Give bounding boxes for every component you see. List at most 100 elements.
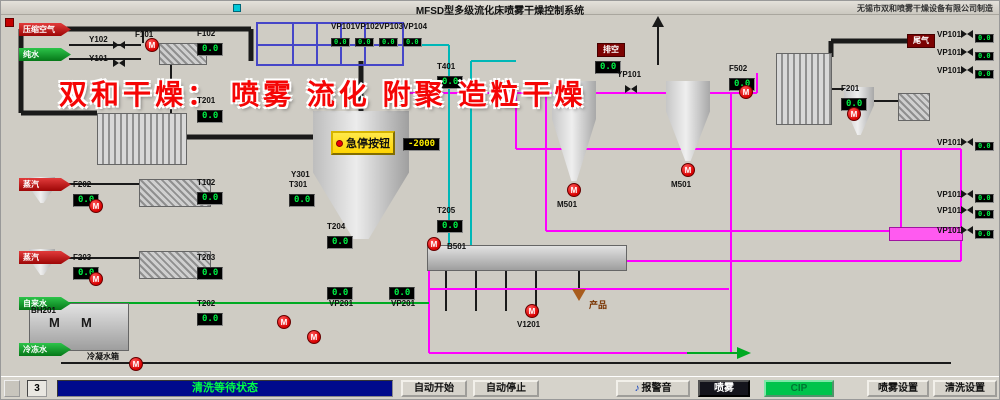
tag-yp101: YP101 <box>617 70 642 79</box>
tank-label: 冷凝水箱 <box>87 352 119 361</box>
valve-icon[interactable] <box>961 190 973 198</box>
product-label: 产品 <box>589 300 608 310</box>
valve-display: 0.0 <box>975 28 994 44</box>
pump-v1201[interactable]: M <box>525 304 539 318</box>
valve-icon[interactable] <box>961 30 973 38</box>
fresh-water-pipes <box>56 302 737 354</box>
valve-tag: VP101 <box>937 138 962 147</box>
display-bed-2: 0.0 <box>389 283 416 300</box>
valve-tag: VP101 <box>937 30 962 39</box>
auto-start-button[interactable]: 自动开始 <box>401 380 467 397</box>
tag-v1201: V1201 <box>517 320 541 329</box>
valve-icon[interactable] <box>961 206 973 214</box>
tag-y101: Y101 <box>89 54 108 63</box>
pump-b501[interactable]: M <box>427 237 441 251</box>
watermark-slogan: 喷雾 流化 附聚 造粒干燥 <box>231 79 587 110</box>
inlet-pure-water: 纯水 <box>19 48 71 61</box>
estop-dot-icon <box>336 139 343 147</box>
tag-b501: B501 <box>447 242 467 251</box>
pump-bottom-1[interactable]: M <box>277 315 291 329</box>
water-pipes <box>401 44 516 245</box>
display-bed-1: 0.0 <box>327 283 354 300</box>
pump-f203[interactable]: M <box>89 272 103 286</box>
bottom-bar: 3 清洗等待状态 自动开始 自动停止 ♪报警音 喷雾 CIP 喷雾设置 清洗设置 <box>1 376 999 399</box>
valve-display: 0.0 <box>975 46 994 62</box>
valve-display: 0.0 <box>975 136 994 152</box>
air-duct-pipes <box>18 26 907 140</box>
status-bar: 清洗等待状态 <box>57 380 393 397</box>
alarm-sound-button[interactable]: ♪报警音 <box>616 380 690 397</box>
spray-settings-button[interactable]: 喷雾设置 <box>867 380 929 397</box>
valve-display: 0.0 <box>975 224 994 240</box>
display-vacuum: -2000 <box>403 134 441 151</box>
inlet-steam-1: 蒸汽 <box>19 178 71 191</box>
valve-icon[interactable] <box>625 85 637 93</box>
valve-tag: VP101 <box>937 190 962 199</box>
fluid-bed <box>427 245 627 271</box>
pump-f202[interactable]: M <box>89 199 103 213</box>
cip-button[interactable]: CIP <box>764 380 834 397</box>
valve-icon[interactable] <box>961 66 973 74</box>
pump-condensate[interactable]: M <box>129 357 143 371</box>
tag-y102: Y102 <box>89 35 108 44</box>
pump-m501-right[interactable]: M <box>681 163 695 177</box>
exhaust-filter <box>898 93 930 121</box>
tag-m501-right: M501 <box>671 180 692 189</box>
dust-collector <box>97 113 187 165</box>
auto-stop-button[interactable]: 自动停止 <box>473 380 539 397</box>
corner-indicator <box>5 18 14 27</box>
product-arrow-icon <box>572 289 586 301</box>
pump-f502[interactable]: M <box>739 85 753 99</box>
inlet-tap-water: 自来水 <box>19 297 71 310</box>
inlet-chilled-water: 冷冻水 <box>19 343 71 356</box>
watermark-brand: 双和干燥： <box>59 79 220 110</box>
tag-y301: Y301 <box>291 170 310 179</box>
app-icon <box>233 4 241 12</box>
tag-vp201-2: VP201 <box>391 299 416 308</box>
spray-button[interactable]: 喷雾 <box>698 380 750 397</box>
vent-arrow-icon <box>652 16 664 27</box>
pump-m501-left[interactable]: M <box>567 183 581 197</box>
valve-icon[interactable] <box>961 138 973 146</box>
page-indicator: 3 <box>27 380 47 397</box>
page-title: MFSD型多级流化床喷雾干燥控制系统 <box>415 6 585 17</box>
pump-f101[interactable]: M <box>145 38 159 52</box>
watermark: 双和干燥： 喷雾 流化 附聚 造粒干燥 <box>59 73 586 113</box>
valve-icon[interactable] <box>113 41 125 49</box>
cip-line-panel <box>889 227 963 241</box>
emergency-stop-button[interactable]: 急停按钮 <box>331 131 395 155</box>
corner-box[interactable] <box>4 380 20 397</box>
clean-settings-button[interactable]: 清洗设置 <box>933 380 997 397</box>
tail-gas-label: 尾气 <box>907 34 935 48</box>
condenser <box>776 53 832 125</box>
inlet-steam-2: 蒸汽 <box>19 251 71 264</box>
pump-f201[interactable]: M <box>847 107 861 121</box>
valve-icon[interactable] <box>961 226 973 234</box>
valve-icon[interactable] <box>113 59 125 67</box>
thin-pipes <box>55 23 951 364</box>
tag-bh201: BH201 <box>31 306 56 315</box>
tag-f101: F101 <box>135 30 154 39</box>
valve-tag: VP101 <box>937 226 962 235</box>
pump-bottom-2[interactable]: M <box>307 330 321 344</box>
mixer-icon: M <box>49 315 60 330</box>
display-vent: 0.0 <box>595 57 622 74</box>
inlet-compressed-air: 压缩空气 <box>19 23 71 36</box>
green-arrow-icon <box>737 347 751 359</box>
valve-display: 0.0 <box>975 204 994 220</box>
valve-icon[interactable] <box>961 48 973 56</box>
valve-tag: VP101 <box>937 206 962 215</box>
